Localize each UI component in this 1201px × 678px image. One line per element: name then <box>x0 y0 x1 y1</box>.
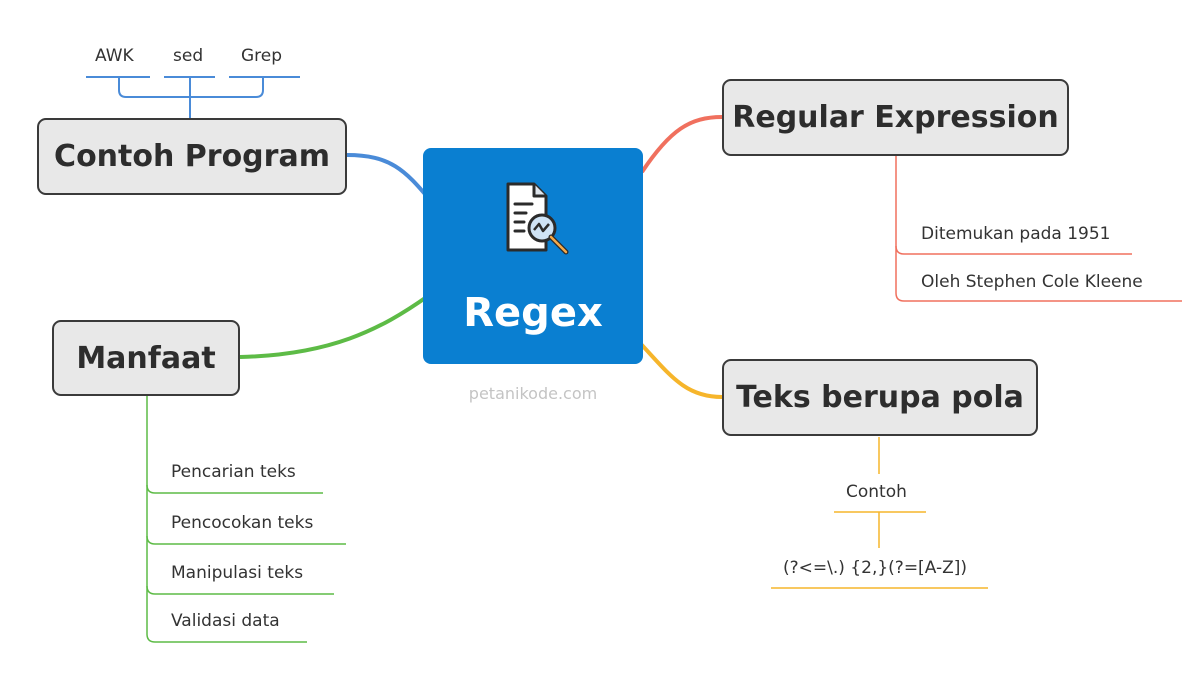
topic-manfaat-label: Manfaat <box>76 340 216 376</box>
subtopic-pencocokan-teks[interactable]: Pencocokan teks <box>171 513 314 533</box>
teks-berupa-pola-subtree <box>771 437 988 589</box>
subtopic-grep[interactable]: Grep <box>241 46 283 66</box>
subtopic-sed[interactable]: sed <box>173 46 204 66</box>
subtopic-validasi-data[interactable]: Validasi data <box>171 611 280 631</box>
subtopic-regex-example[interactable]: (?<=\.) {2,}(?=[A-Z]) <box>783 558 967 578</box>
connector-teks-berupa-pola <box>638 341 723 399</box>
connector-regular-expression <box>640 115 723 174</box>
subtopic-contoh[interactable]: Contoh <box>846 482 907 502</box>
subtopic-ditemukan[interactable]: Ditemukan pada 1951 <box>921 224 1111 244</box>
document-search-icon <box>506 182 569 255</box>
subtopic-pencarian-teks[interactable]: Pencarian teks <box>171 462 296 482</box>
watermark: petanikode.com <box>468 384 598 403</box>
regular-expression-subtree <box>895 155 1182 302</box>
contoh-program-subtree <box>86 76 300 120</box>
central-topic-title: Regex <box>463 290 603 336</box>
subtopic-manipulasi-teks[interactable]: Manipulasi teks <box>171 563 304 583</box>
topic-manfaat[interactable]: Manfaat <box>52 320 240 396</box>
subtopic-oleh-kleene[interactable]: Oleh Stephen Cole Kleene <box>921 272 1143 292</box>
subtopic-awk[interactable]: AWK <box>95 46 134 66</box>
topic-teks-berupa-pola[interactable]: Teks berupa pola <box>722 359 1038 436</box>
topic-regular-expression-label: Regular Expression <box>732 100 1059 135</box>
topic-contoh-program[interactable]: Contoh Program <box>37 118 347 195</box>
connector-contoh-program <box>346 153 432 202</box>
topic-regular-expression[interactable]: Regular Expression <box>722 79 1069 156</box>
connector-manfaat <box>239 294 430 359</box>
topic-teks-berupa-pola-label: Teks berupa pola <box>736 380 1024 415</box>
topic-contoh-program-label: Contoh Program <box>54 139 330 174</box>
manfaat-subtree <box>146 396 346 643</box>
